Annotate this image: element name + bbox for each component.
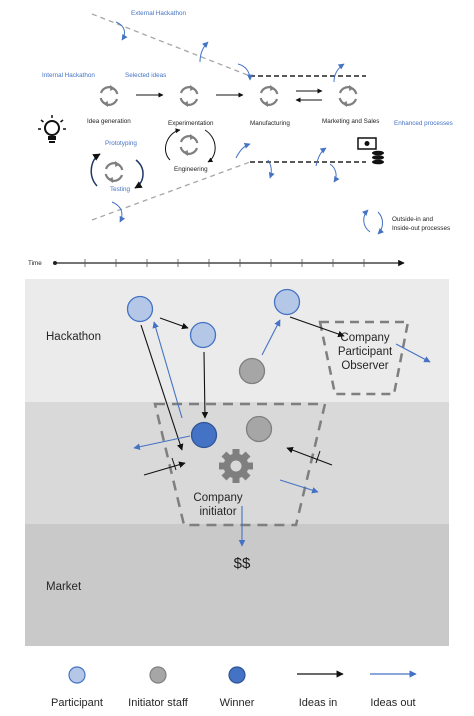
idea-in-arrow-6 <box>286 447 333 466</box>
boundary-tick-right <box>315 450 321 464</box>
market-label: Market <box>46 581 82 593</box>
idea-in-arrow-4 <box>289 316 345 338</box>
prototyping-cycle-icon <box>104 159 124 185</box>
enhanced-processes-label: Enhanced processes <box>394 120 453 127</box>
initiator-staff-node-2 <box>245 415 273 443</box>
engineering-loop-arrow-2 <box>204 129 216 163</box>
market-band <box>25 524 449 646</box>
internal-hackathon-label: Internal Hackathon <box>42 72 95 79</box>
prototyping-loop-arrow <box>90 153 101 187</box>
manufacturing-label: Manufacturing <box>250 120 290 127</box>
participant-node-3 <box>273 288 301 316</box>
legend-initiator-label: Initiator staff <box>128 697 189 709</box>
gear-icon <box>219 449 253 483</box>
funnel-top-edge <box>91 13 251 77</box>
idea-out-arrow-4 <box>279 479 319 494</box>
idea-out-arrow-3 <box>133 435 191 450</box>
ideas-out-arrow-right <box>333 63 345 83</box>
boundary-tick-left <box>171 457 177 471</box>
initiator-label-line1: Company <box>193 492 242 504</box>
idea-in-arrow-5 <box>143 461 186 476</box>
hackathon-label: Hackathon <box>46 331 101 343</box>
hackathon-band <box>25 279 449 402</box>
ideas-in-arrow-top-left <box>115 21 128 41</box>
winner-node <box>190 421 218 449</box>
prototyping-label: Prototyping <box>105 140 137 147</box>
participant-node-2 <box>189 321 217 349</box>
marketing-sales-cycle-icon <box>338 83 358 109</box>
legend-ideas-in-label: Ideas in <box>299 697 338 709</box>
time-label: Time <box>28 260 42 267</box>
legend-participant-swatch <box>68 666 86 684</box>
timeline: Time <box>28 259 405 267</box>
idea-generation-cycle-icon <box>99 83 119 109</box>
outside-in-label-line1: Outside-in and <box>392 216 433 223</box>
selected-ideas-label: Selected ideas <box>125 72 166 79</box>
idea-in-arrow-3 <box>201 351 209 419</box>
legend-winner-label: Winner <box>220 697 255 709</box>
legend: Participant Initiator staff Winner Ideas… <box>51 666 417 709</box>
time-start-dot <box>53 261 57 265</box>
lightbulb-icon <box>38 115 66 143</box>
ideas-in-arrow-bottom-left <box>111 201 126 223</box>
legend-initiator-swatch <box>149 666 167 684</box>
ideas-in-arrow-bottom-channel <box>267 159 275 179</box>
observer-label-line1: Company <box>340 332 389 344</box>
money-label: $$ <box>234 555 251 572</box>
innovation-funnel: External Hackathon Internal Hackathon Se… <box>38 10 453 235</box>
engineering-cycle-icon <box>179 132 199 158</box>
ideas-in-arrow-bottom-channel-2 <box>329 163 340 183</box>
engineering-loop-arrow <box>165 128 181 161</box>
observer-label-line3: Observer <box>341 360 388 372</box>
funnel-bottom-edge <box>91 161 251 221</box>
observer-trapezoid <box>318 320 410 396</box>
observer-label-line2: Participant <box>338 346 393 358</box>
ideas-out-arrow-bottom-right <box>315 147 327 167</box>
external-hackathon-label: External Hackathon <box>131 10 186 17</box>
initiator-label-line2: initiator <box>199 506 236 518</box>
marketing-sales-label: Marketing and Sales <box>322 118 379 125</box>
idea-out-arrow-2 <box>261 319 281 356</box>
experimentation-label: Experimentation <box>168 120 214 127</box>
initiator-staff-node-1 <box>238 357 266 385</box>
ideas-in-arrow-channel <box>237 63 253 81</box>
hackathon-layers: Hackathon Market Company Participant Obs… <box>25 279 449 646</box>
inside-out-arrow <box>377 211 384 235</box>
legend-ideas-out-label: Ideas out <box>370 697 415 709</box>
ideas-out-arrow-bottom <box>235 142 251 159</box>
engineering-label: Engineering <box>174 166 208 173</box>
idea-in-arrow-1 <box>159 317 189 330</box>
participant-node-1 <box>126 295 154 323</box>
idea-generation-label: Idea generation <box>87 118 131 125</box>
idea-out-arrow-5 <box>395 343 431 363</box>
legend-participant-label: Participant <box>51 697 103 709</box>
testing-label: Testing <box>110 186 130 193</box>
ideas-out-arrow-top <box>199 41 209 63</box>
idea-out-arrow-1 <box>152 321 183 419</box>
initiator-trapezoid <box>153 402 327 527</box>
experimentation-cycle-icon <box>179 83 199 109</box>
idea-in-arrow-2 <box>140 324 184 451</box>
manufacturing-cycle-icon <box>259 83 279 109</box>
money-icon <box>357 137 384 165</box>
legend-winner-swatch <box>228 666 246 684</box>
outside-in-arrow <box>362 209 371 233</box>
outside-in-label-line2: Inside-out processes <box>392 225 450 232</box>
prototyping-loop-arrow-2 <box>134 159 144 189</box>
